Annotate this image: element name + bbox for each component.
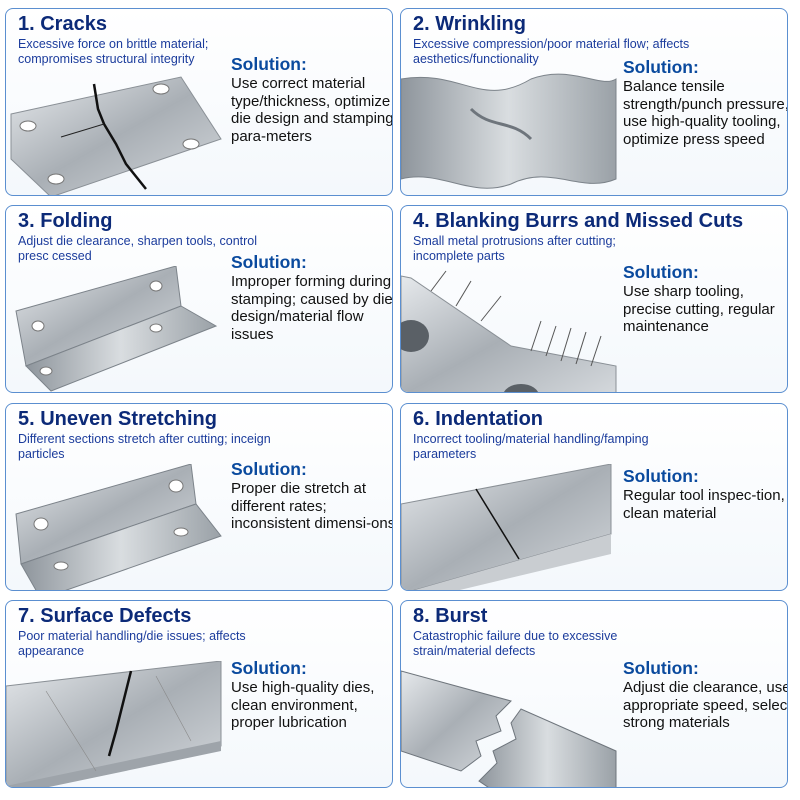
stretched-bracket-image <box>15 464 222 590</box>
panel-cracks: 1. Cracks Excessive force on brittle mat… <box>5 8 393 196</box>
panel-title: 7. Surface Defects <box>18 605 192 627</box>
panel-cause: Catastrophic failure due to excessive st… <box>413 629 618 658</box>
panel-title: 4. Blanking Burrs and Missed Cuts <box>413 210 744 232</box>
panel-surface-defects: 7. Surface Defects Poor material handlin… <box>5 600 393 788</box>
panel-title: 3. Folding <box>18 210 113 232</box>
solution-label: Solution: <box>231 54 307 74</box>
panel-title: 6. Indentation <box>413 408 543 430</box>
solution-text: Use sharp tooling, precise cutting, regu… <box>623 283 775 335</box>
panel-uneven-stretching: 5. Uneven Stretching Different sections … <box>5 403 393 591</box>
panel-blanking-burrs: 4. Blanking Burrs and Missed Cuts Small … <box>400 205 788 393</box>
folded-bracket-image <box>15 266 218 392</box>
burred-edge-image <box>401 270 617 392</box>
solution-text: Improper forming during stamping; caused… <box>231 273 393 343</box>
panel-wrinkling: 2. Wrinkling Excessive compression/poor … <box>400 8 788 196</box>
solution-text: Proper die stretch at different rates; i… <box>231 480 393 532</box>
panel-folding: 3. Folding Adjust die clearance, sharpen… <box>5 205 393 393</box>
scratched-surface-image <box>6 661 222 787</box>
panel-title: 2. Wrinkling <box>413 13 526 35</box>
panel-cause: Excessive compression/poor material flow… <box>413 37 690 66</box>
cracked-plate-image <box>10 76 222 195</box>
indented-plate-image <box>401 464 612 590</box>
panel-cause: Excessive force on brittle material; com… <box>18 37 209 66</box>
solution-label: Solution: <box>231 252 307 272</box>
panel-title: 5. Uneven Stretching <box>18 408 217 430</box>
wrinkled-sheet-image <box>401 73 617 189</box>
solution-label: Solution: <box>623 262 699 282</box>
panel-cause: Different sections stretch after cutting… <box>18 432 271 461</box>
solution-label: Solution: <box>231 459 307 479</box>
solution-text: Regular tool inspec-tion, clean material <box>623 487 785 522</box>
panel-cause: Poor material handling/die issues; affec… <box>18 629 246 658</box>
solution-label: Solution: <box>623 57 699 77</box>
solution-label: Solution: <box>231 658 307 678</box>
solution-text: Use correct material type/thickness, opt… <box>231 75 393 145</box>
solution-label: Solution: <box>623 658 699 678</box>
panel-cause: Small metal protrusions after cutting; i… <box>413 234 616 263</box>
panel-title: 8. Burst <box>413 605 488 627</box>
solution-text: Adjust die clearance, use appropriate sp… <box>623 679 788 731</box>
solution-text: Use high-quality dies, clean environment… <box>231 679 375 731</box>
panel-burst: 8. Burst Catastrophic failure due to exc… <box>400 600 788 788</box>
solution-text: Balance tensile strength/punch pressure,… <box>623 78 788 148</box>
panel-cause: Incorrect tooling/material handling/famp… <box>413 432 649 461</box>
solution-label: Solution: <box>623 466 699 486</box>
burst-plate-image <box>401 670 617 787</box>
panel-indentation: 6. Indentation Incorrect tooling/materia… <box>400 403 788 591</box>
panel-cause: Adjust die clearance, sharpen tools, con… <box>18 234 258 263</box>
panel-title: 1. Cracks <box>18 13 107 35</box>
